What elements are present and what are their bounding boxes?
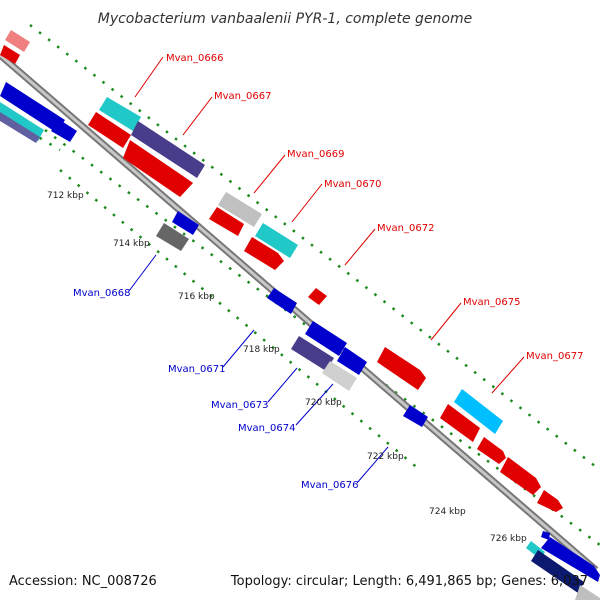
tick-label: 714 kbp: [113, 239, 150, 249]
gene-feature: [454, 389, 503, 434]
gene-feature: [377, 347, 426, 390]
gene-feature: [51, 120, 77, 142]
gene-label[interactable]: Mvan_0672: [377, 223, 434, 234]
gene-feature: [337, 347, 367, 375]
accession-label: Accession: NC_008726: [9, 574, 157, 589]
gene-feature: [575, 585, 600, 600]
gene-feature: [322, 361, 357, 391]
reverse-genes: [0, 82, 600, 600]
gene-feature: [255, 223, 298, 258]
map-title: Mycobacterium vanbaalenii PYR-1, complet…: [98, 11, 473, 27]
gene-label[interactable]: Mvan_0670: [324, 179, 381, 190]
gene-feature: [477, 437, 506, 464]
gene-feature: [308, 288, 327, 305]
tick-label: 712 kbp: [47, 191, 84, 201]
gene-feature: [0, 45, 20, 64]
forward-label-leaders: [134, 56, 525, 394]
reverse-gene-labels: Mvan_0668 Mvan_0671 Mvan_0673 Mvan_0674 …: [73, 288, 358, 491]
gene-label[interactable]: Mvan_0674: [238, 423, 295, 434]
gene-feature: [172, 211, 199, 235]
gene-feature: [88, 112, 131, 148]
gene-feature: [440, 404, 480, 442]
gene-feature: [537, 490, 563, 512]
gene-label[interactable]: Mvan_0671: [168, 364, 225, 375]
gene-label[interactable]: Mvan_0673: [211, 400, 268, 411]
gene-feature: [403, 405, 428, 427]
tick-labels: 712 kbp 714 kbp 716 kbp 718 kbp 720 kbp …: [47, 191, 527, 544]
tick-label: 718 kbp: [243, 345, 280, 355]
gene-feature: [244, 237, 284, 270]
reverse-label-leaders: [128, 254, 389, 484]
gene-feature: [0, 112, 40, 143]
gene-feature: [531, 550, 584, 593]
gene-feature: [99, 97, 141, 131]
gene-label[interactable]: Mvan_0677: [526, 351, 583, 362]
gene-label[interactable]: Mvan_0668: [73, 288, 130, 299]
gene-feature: [156, 223, 189, 251]
tick-label: 724 kbp: [429, 507, 466, 517]
gene-feature: [541, 531, 550, 540]
gene-label[interactable]: Mvan_0669: [287, 149, 344, 160]
gene-feature: [0, 102, 44, 141]
tick-label: 726 kbp: [490, 534, 527, 544]
gene-feature: [0, 82, 65, 133]
gene-feature: [123, 140, 193, 197]
gene-feature: [291, 336, 334, 371]
gene-label[interactable]: Mvan_0676: [301, 480, 358, 491]
gene-feature: [218, 192, 262, 227]
gene-feature: [541, 537, 600, 582]
gene-feature: [305, 321, 347, 356]
gene-label[interactable]: Mvan_0666: [166, 53, 223, 64]
forward-genes: [0, 30, 563, 512]
gene-feature: [209, 207, 244, 236]
gene-feature: [5, 30, 30, 52]
genome-backbone: [0, 52, 599, 573]
gene-label[interactable]: Mvan_0675: [463, 297, 520, 308]
gene-feature: [500, 457, 541, 495]
gene-feature: [131, 121, 205, 178]
topology-label: Topology: circular; Length: 6,491,865 bp…: [230, 574, 588, 589]
gene-feature: [267, 288, 297, 314]
tick-label: 716 kbp: [178, 292, 215, 302]
tick-label: 722 kbp: [367, 452, 404, 462]
gene-label[interactable]: Mvan_0667: [214, 91, 271, 102]
forward-gene-labels: Mvan_0666 Mvan_0667 Mvan_0669 Mvan_0670 …: [166, 53, 583, 362]
tick-label: 720 kbp: [305, 398, 342, 408]
